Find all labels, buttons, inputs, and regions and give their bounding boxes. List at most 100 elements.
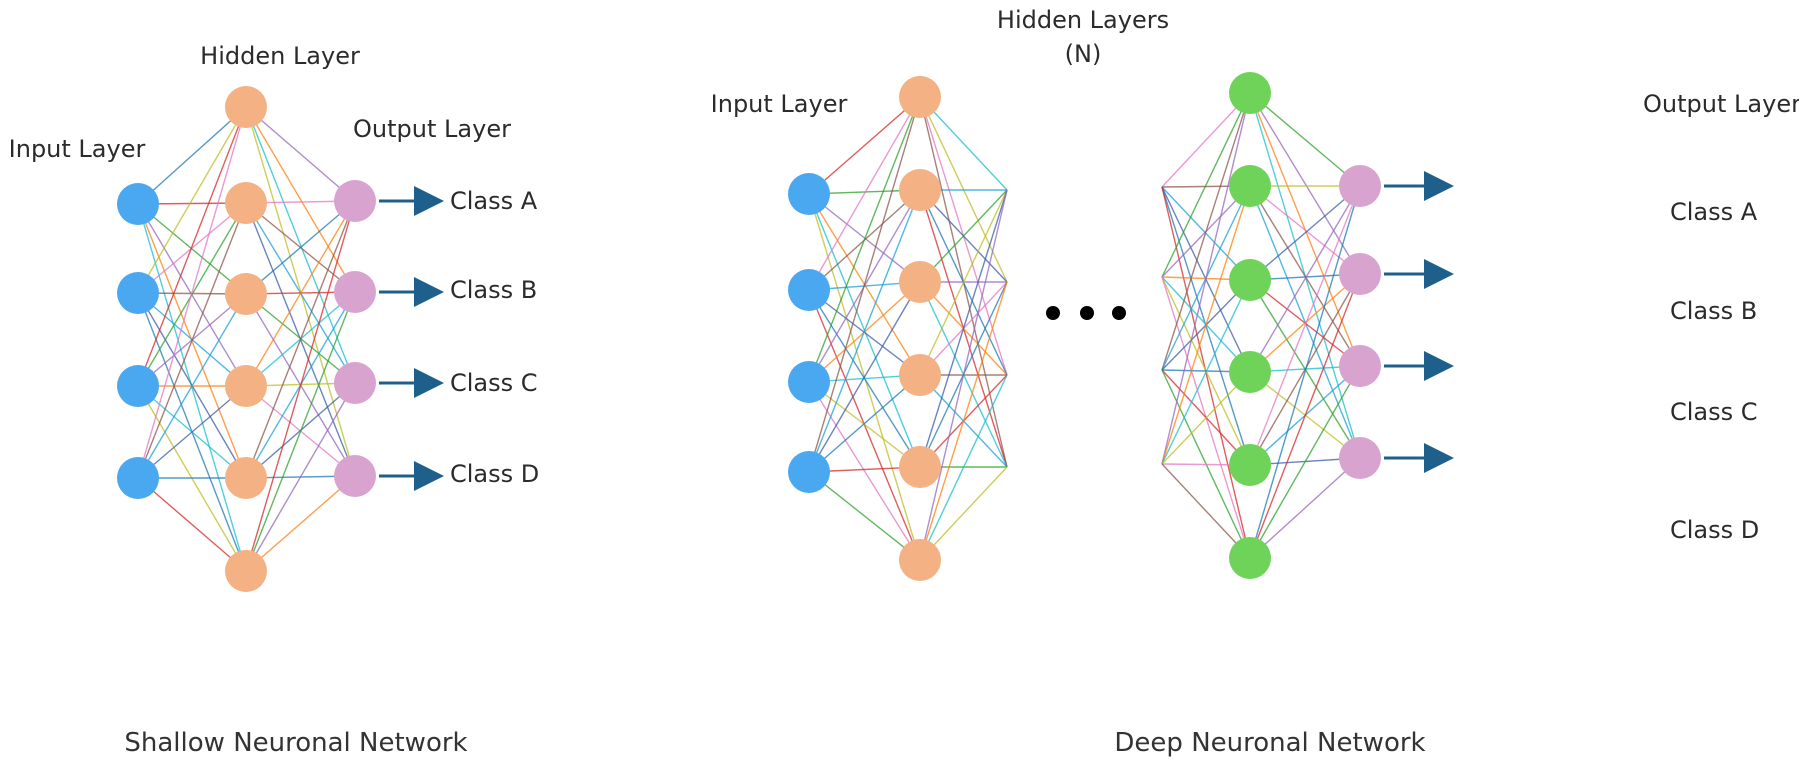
output-arrows [379,171,1454,491]
deep-input-node [788,269,830,311]
shallow-hidden-output-edge [245,200,356,387]
deep-hidden-fanin-edge [1161,92,1251,188]
shallow-input-node [117,365,159,407]
deep-input-hidden-edge [808,374,921,473]
shallow-input-hidden-edge [137,106,247,294]
shallow-input-hidden-edge [137,385,247,479]
deep-hidden-fanin-edge [1161,279,1251,465]
deep-hidden-layers-count-label: (N) [1064,40,1102,68]
deep-output-node [1339,345,1381,387]
shallow-hidden-output-edge [245,200,356,572]
deep-hidden-node [899,169,941,211]
deep-input-hidden-edge [808,96,921,383]
deep-class-b-label: Class B [1670,297,1758,325]
deep-hidden-fanout-edge [919,189,1008,283]
shallow-input-node [117,183,159,225]
ellipsis-dot [1080,306,1094,320]
deep-last-hidden-node [1229,444,1271,486]
shallow-class-d-label: Class D [450,460,540,488]
deep-input-hidden-edge [808,281,921,473]
deep-hidden-output-edge [1249,185,1361,459]
deep-hidden-fanout-edge [919,374,1008,561]
deep-hidden-fanout-edge [919,281,1008,561]
deep-class-c-label: Class C [1670,398,1758,426]
deep-hidden-fanout-edge [919,96,1008,191]
deep-input-node [788,361,830,403]
shallow-input-hidden-edge [137,106,247,205]
deep-network-title: Deep Neuronal Network [1114,728,1426,758]
shallow-hidden-node [225,182,267,224]
shallow-output-node [334,271,376,313]
deep-hidden-node [899,354,941,396]
deep-input-hidden-edge [808,96,921,473]
deep-input-hidden-edge [808,96,921,195]
deep-output-node [1339,165,1381,207]
deep-hidden-output-edge [1249,92,1361,187]
shallow-input-hidden-edge [137,203,247,572]
deep-hidden-output-edge [1249,273,1361,373]
deep-hidden-output-edge [1249,185,1361,466]
deep-hidden-output-edge [1249,92,1361,275]
deep-last-hidden-node [1229,165,1271,207]
shallow-input-hidden-edge [137,293,247,479]
deep-hidden-fanout-edge [919,189,1008,561]
deep-input-hidden-edge [808,381,921,468]
deep-hidden-fanout-edge [919,189,1008,468]
deep-hidden-output-edge [1249,185,1361,367]
deep-hidden-output-edge [1249,185,1361,275]
deep-output-node [1339,437,1381,479]
shallow-class-b-label: Class B [450,276,538,304]
shallow-hidden-output-edge [245,200,356,479]
deep-hidden-fanout-edge [919,189,1008,376]
shallow-input-node [117,272,159,314]
deep-hidden-output-edge [1249,185,1361,373]
deep-hidden-node [899,76,941,118]
deep-output-layer-label: Output Layer [1643,90,1799,118]
deep-hidden-output-edge [1249,273,1361,466]
deep-last-hidden-node [1229,72,1271,114]
deep-input-hidden-edge [808,189,921,473]
deep-hidden-layers-label: Hidden Layers [996,6,1170,34]
deep-hidden-fanin-edge [1161,92,1251,371]
connection-lines [137,92,1361,572]
ellipsis-dots [1046,306,1126,320]
deep-input-hidden-edge [808,96,921,291]
shallow-output-node [334,180,376,222]
deep-output-node [1339,253,1381,295]
shallow-input-hidden-edge [137,477,247,572]
shallow-hidden-layer-label: Hidden Layer [200,42,360,70]
deep-hidden-fanin-edge [1161,463,1251,559]
deep-last-hidden-node [1229,351,1271,393]
deep-hidden-fanin-edge [1161,92,1251,465]
shallow-output-node [334,362,376,404]
shallow-input-hidden-edge [137,106,247,479]
shallow-hidden-output-edge [245,106,356,202]
ellipsis-dot [1046,306,1060,320]
deep-hidden-fanin-edge [1161,185,1251,465]
shallow-hidden-output-edge [245,382,356,572]
neuron-nodes [117,72,1381,592]
shallow-input-hidden-edge [137,202,247,479]
shallow-hidden-node [225,457,267,499]
shallow-hidden-output-edge [245,291,356,572]
shallow-input-node [117,457,159,499]
deep-hidden-output-edge [1249,185,1361,559]
deep-input-node [788,451,830,493]
shallow-network-title: Shallow Neuronal Network [124,728,468,758]
deep-hidden-fanout-edge [919,466,1008,561]
deep-hidden-output-edge [1249,185,1361,281]
deep-last-hidden-node [1229,259,1271,301]
deep-input-hidden-edge [808,471,921,561]
shallow-hidden-node [225,273,267,315]
shallow-class-a-label: Class A [450,187,538,215]
shallow-input-hidden-edge [137,106,247,387]
deep-class-d-label: Class D [1670,516,1760,544]
shallow-output-node [334,455,376,497]
deep-class-a-label: Class A [1670,198,1758,226]
shallow-hidden-output-edge [245,200,356,295]
deep-hidden-node [899,261,941,303]
deep-last-hidden-node [1229,537,1271,579]
shallow-class-c-label: Class C [450,369,538,397]
deep-hidden-fanin-edge [1161,371,1251,465]
